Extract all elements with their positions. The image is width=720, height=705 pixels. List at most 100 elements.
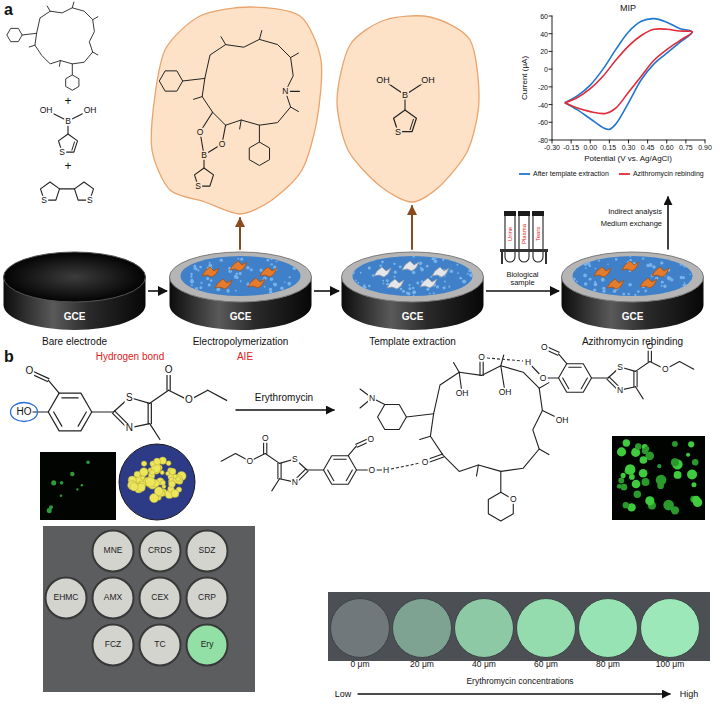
polymer-grain bbox=[289, 276, 291, 278]
polymer-grain bbox=[363, 291, 367, 295]
polymer-grain bbox=[250, 268, 253, 271]
polymer-grain bbox=[412, 271, 416, 275]
fluorescent-cell bbox=[656, 475, 667, 486]
polymer-grain bbox=[412, 290, 416, 294]
polymer-grain bbox=[670, 278, 673, 281]
tube-rack bbox=[545, 252, 547, 264]
hydrogen-bond bbox=[487, 358, 523, 361]
polymer-grain bbox=[652, 265, 656, 269]
crystal bbox=[145, 477, 155, 487]
polymer-grain bbox=[413, 295, 415, 297]
double-bond bbox=[410, 119, 413, 129]
aromatic-bond bbox=[78, 412, 86, 426]
analyte-label: EHMC bbox=[53, 593, 78, 602]
polymer-grain bbox=[459, 277, 462, 280]
atom-label: O bbox=[509, 495, 518, 504]
atom-label: O bbox=[661, 365, 670, 374]
polymer-grain bbox=[394, 271, 397, 274]
fluorescent-cell bbox=[692, 459, 698, 465]
crystal bbox=[130, 483, 138, 491]
polymer-grain bbox=[246, 266, 250, 270]
fluorescent-cell bbox=[645, 496, 654, 505]
bond-line bbox=[559, 354, 567, 364]
atom-label: O bbox=[261, 434, 270, 443]
polymer-grain bbox=[264, 286, 266, 288]
fluorescent-dot bbox=[47, 508, 52, 513]
atom-label: O bbox=[540, 343, 549, 352]
bond-line bbox=[636, 362, 650, 372]
atom-label: O bbox=[245, 457, 254, 466]
polymer-grain bbox=[181, 286, 184, 289]
trend-arrow bbox=[358, 693, 670, 694]
concentration-label: 20 μm bbox=[410, 660, 434, 669]
sample-name: Urine bbox=[507, 226, 513, 242]
bond-line bbox=[500, 471, 501, 492]
atom-label: N bbox=[616, 386, 624, 395]
atom-label: OH bbox=[375, 76, 391, 85]
methyl-bond bbox=[476, 465, 478, 476]
polymer-grain bbox=[210, 279, 213, 282]
atom-label: O bbox=[218, 140, 227, 149]
polymer-grain bbox=[584, 261, 586, 263]
scale-end: Low bbox=[335, 690, 352, 699]
spot-circle bbox=[517, 599, 576, 658]
polymer-grain bbox=[634, 294, 636, 296]
template-molecule bbox=[248, 278, 265, 288]
photo-panel bbox=[43, 526, 255, 692]
node-shape bbox=[578, 598, 638, 658]
fluorescent-cell bbox=[671, 458, 679, 466]
polymer-grain bbox=[462, 280, 466, 284]
spot-circle bbox=[46, 578, 87, 619]
bond-line bbox=[150, 424, 160, 440]
sample-name: Plasma bbox=[521, 223, 527, 245]
polymer-grain bbox=[412, 287, 415, 290]
polymer-texture bbox=[351, 255, 473, 297]
polymer-grain bbox=[352, 271, 355, 274]
plus-sign: + bbox=[64, 95, 71, 107]
fluorescent-cell bbox=[623, 502, 629, 508]
fluorescent-dot bbox=[60, 494, 63, 497]
crystal bbox=[141, 476, 145, 480]
polymer-grain bbox=[442, 259, 444, 261]
aromatic-bond bbox=[569, 367, 581, 368]
template-molecule bbox=[622, 261, 639, 271]
atom-label: OH bbox=[455, 389, 470, 398]
legend-line bbox=[519, 173, 530, 175]
electrode: GCETemplate extraction bbox=[340, 250, 485, 332]
edge-label: Biological sample bbox=[495, 271, 551, 288]
polymer-grain bbox=[466, 264, 470, 268]
brown-arrow bbox=[239, 218, 241, 249]
axis-tick bbox=[647, 140, 648, 143]
node-shape bbox=[392, 598, 452, 658]
polymer-grain bbox=[674, 256, 676, 258]
polymer-grain bbox=[406, 292, 409, 295]
polymer-grain bbox=[601, 278, 605, 282]
polymer-grain bbox=[238, 258, 240, 260]
polymer-grain bbox=[360, 272, 362, 274]
analyte-label: MNE bbox=[104, 546, 123, 555]
polymer-grain bbox=[457, 272, 459, 274]
bond-line bbox=[406, 414, 433, 417]
spot-circle bbox=[187, 531, 228, 572]
spot-circle bbox=[579, 599, 638, 658]
polymer-grain bbox=[450, 270, 453, 273]
panel-letter: b bbox=[4, 349, 14, 365]
axis-tick bbox=[609, 140, 610, 143]
test-spot: CRP bbox=[185, 576, 229, 620]
crystal bbox=[171, 490, 179, 498]
polymer-grain bbox=[463, 256, 467, 260]
test-spot: CEX bbox=[138, 576, 182, 620]
concentration-spot: 80 μm bbox=[578, 598, 638, 658]
polymer-grain bbox=[573, 286, 576, 289]
polymer-grain bbox=[280, 293, 283, 296]
polymer-grain bbox=[432, 257, 436, 261]
cv-curve bbox=[565, 29, 693, 114]
bond-line bbox=[592, 377, 609, 378]
sugar-ring bbox=[66, 75, 79, 90]
polymer-grain bbox=[644, 290, 647, 293]
electrode-rim bbox=[170, 252, 312, 302]
tube-cap bbox=[532, 211, 544, 216]
polymer-grain bbox=[583, 274, 587, 278]
axis-tick-label: 0.15 bbox=[603, 144, 617, 151]
analyte-label: TC bbox=[154, 640, 165, 649]
